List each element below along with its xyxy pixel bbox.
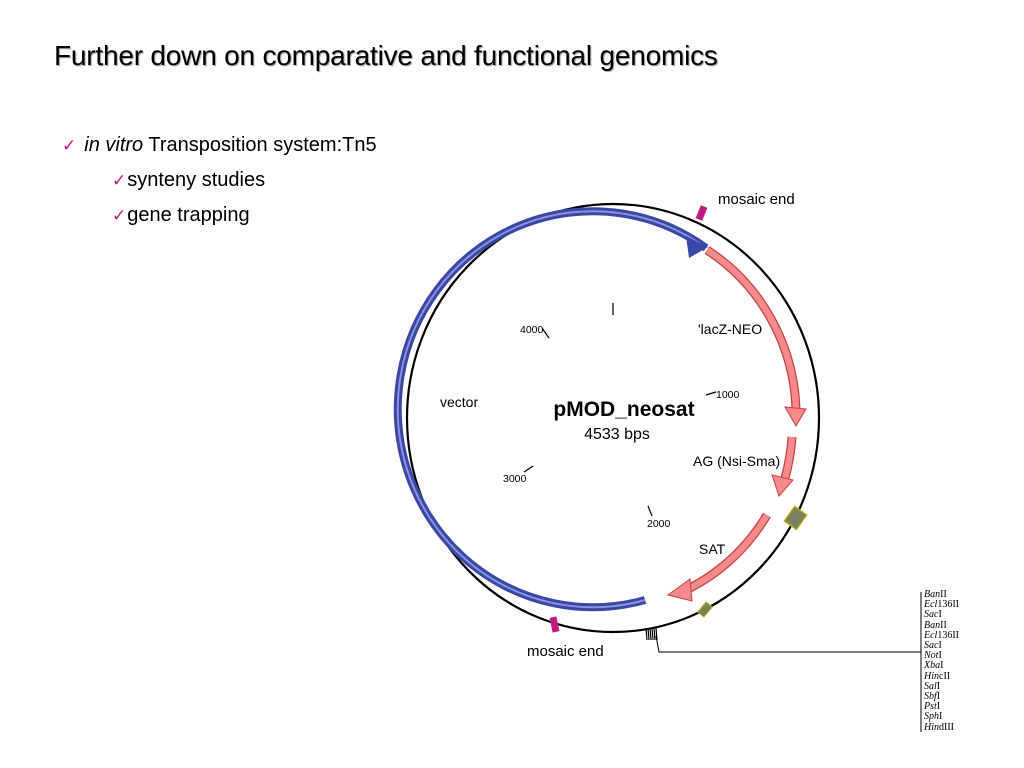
restriction-site-item: BanII xyxy=(924,589,959,600)
restriction-enzyme-prefix: Sac xyxy=(924,640,939,652)
bullet-text: Transposition system:Tn5 xyxy=(148,134,377,156)
tick-3000 xyxy=(523,465,534,473)
bullet-transposition: ✓ in vitro Transposition system:Tn5 xyxy=(62,128,377,163)
restriction-enzyme-prefix: Ban xyxy=(924,619,941,631)
restriction-enzyme-suffix: I xyxy=(938,609,942,621)
bullet-text: synteny studies xyxy=(127,169,266,191)
restriction-enzyme-suffix: dIII xyxy=(939,721,954,733)
restriction-enzyme-prefix: Not xyxy=(924,650,939,662)
restriction-enzyme-prefix: Hin xyxy=(924,721,939,733)
checkmark-icon: ✓ xyxy=(112,206,127,225)
vector-arc-highlight xyxy=(396,210,707,609)
mosaic-end-top-marker xyxy=(695,205,708,221)
bullet-synteny: ✓synteny studies xyxy=(62,163,377,198)
sat-arrow xyxy=(686,513,770,592)
restriction-enzyme-suffix: 136II xyxy=(937,629,959,641)
restriction-site-item: XbaI xyxy=(924,661,959,671)
slide-title: Further down on comparative and function… xyxy=(54,40,718,71)
sat-arrowhead xyxy=(666,578,693,602)
restriction-enzyme-suffix: cII xyxy=(939,670,951,682)
plasmid-size: 4533 bps xyxy=(584,426,650,443)
vector-arrowhead xyxy=(686,236,708,258)
restriction-enzyme-suffix: I xyxy=(938,640,942,652)
restriction-enzyme-prefix: Sph xyxy=(924,711,939,723)
checkmark-icon: ✓ xyxy=(112,171,127,190)
tick-2000 xyxy=(647,505,653,517)
bullet-gene-trapping: ✓gene trapping xyxy=(62,198,377,233)
restriction-site-item: PstI xyxy=(924,702,959,712)
restriction-enzyme-suffix: II xyxy=(940,619,947,631)
tick-label-4000: 4000 xyxy=(520,324,544,336)
restriction-enzyme-suffix: I xyxy=(936,680,941,692)
tick-1000 xyxy=(705,391,717,396)
label-laczneo: 'lacZ-NEO xyxy=(698,321,762,337)
bullet-text: gene trapping xyxy=(127,204,250,226)
restriction-enzyme-prefix: Ban xyxy=(924,589,941,600)
restriction-enzyme-prefix: Ecl xyxy=(924,629,938,641)
restriction-enzyme-suffix: I xyxy=(940,660,944,672)
ag-arrowhead xyxy=(771,474,794,497)
restriction-enzyme-suffix: I xyxy=(938,650,942,662)
restriction-enzyme-suffix: 136II xyxy=(937,599,959,611)
label-vector: vector xyxy=(440,394,478,410)
ag-site-box xyxy=(783,505,808,531)
restriction-enzyme-suffix: I xyxy=(936,701,941,713)
plasmid-backbone xyxy=(405,202,821,634)
mcs-leader-line xyxy=(655,635,921,653)
restriction-enzyme-suffix: II xyxy=(940,589,947,600)
laczneo-arrowhead xyxy=(784,406,807,427)
label-mosaic-end-top: mosaic end xyxy=(718,191,795,208)
restriction-site-item: Ecl136II xyxy=(924,600,959,610)
tick-label-1000: 1000 xyxy=(716,389,740,401)
mosaic-end-bottom-marker xyxy=(549,616,560,633)
restriction-site-item: SacI xyxy=(924,610,959,620)
restriction-enzyme-prefix: Sbf xyxy=(924,691,937,703)
restriction-enzyme-prefix: Sal xyxy=(924,680,937,692)
label-mosaic-end-bottom: mosaic end xyxy=(527,643,604,660)
restriction-site-item: HindIII xyxy=(924,721,959,733)
laczneo-arrow xyxy=(705,247,800,411)
plasmid-name: pMOD_neosat xyxy=(553,398,694,421)
tick-label-2000: 2000 xyxy=(647,518,671,530)
restriction-site-item: Ecl136II xyxy=(924,629,959,641)
restriction-site-item: SbfI xyxy=(924,691,959,703)
label-ag: AG (Nsi-Sma) xyxy=(693,453,780,469)
restriction-enzyme-prefix: Hin xyxy=(924,670,939,682)
tick-4000 xyxy=(541,327,550,339)
tick-label-3000: 3000 xyxy=(503,473,527,485)
restriction-enzyme-prefix: Pst xyxy=(924,701,937,713)
bullet-list: ✓in vitro Transposition system:Tn5 ✓synt… xyxy=(62,128,377,233)
bullet-italic-text: in vitro xyxy=(84,134,144,156)
restriction-enzyme-prefix: Xba xyxy=(924,660,941,672)
small-site-box xyxy=(697,601,713,618)
restriction-enzyme-suffix: I xyxy=(936,691,941,703)
restriction-enzyme-prefix: Sac xyxy=(924,609,939,621)
checkmark-icon: ✓ xyxy=(62,136,77,155)
restriction-enzyme-suffix: I xyxy=(939,711,943,723)
label-sat: SAT xyxy=(699,541,726,557)
restriction-site-item: BanII xyxy=(924,619,959,631)
restriction-site-item: HincII xyxy=(924,670,959,682)
restriction-enzyme-prefix: Ecl xyxy=(924,599,938,611)
restriction-site-item: SphI xyxy=(924,712,959,722)
mcs-ticks xyxy=(645,627,658,641)
restriction-site-item: SacI xyxy=(924,640,959,652)
restriction-site-item: SalI xyxy=(924,680,959,692)
restriction-site-item: NotI xyxy=(924,651,959,661)
